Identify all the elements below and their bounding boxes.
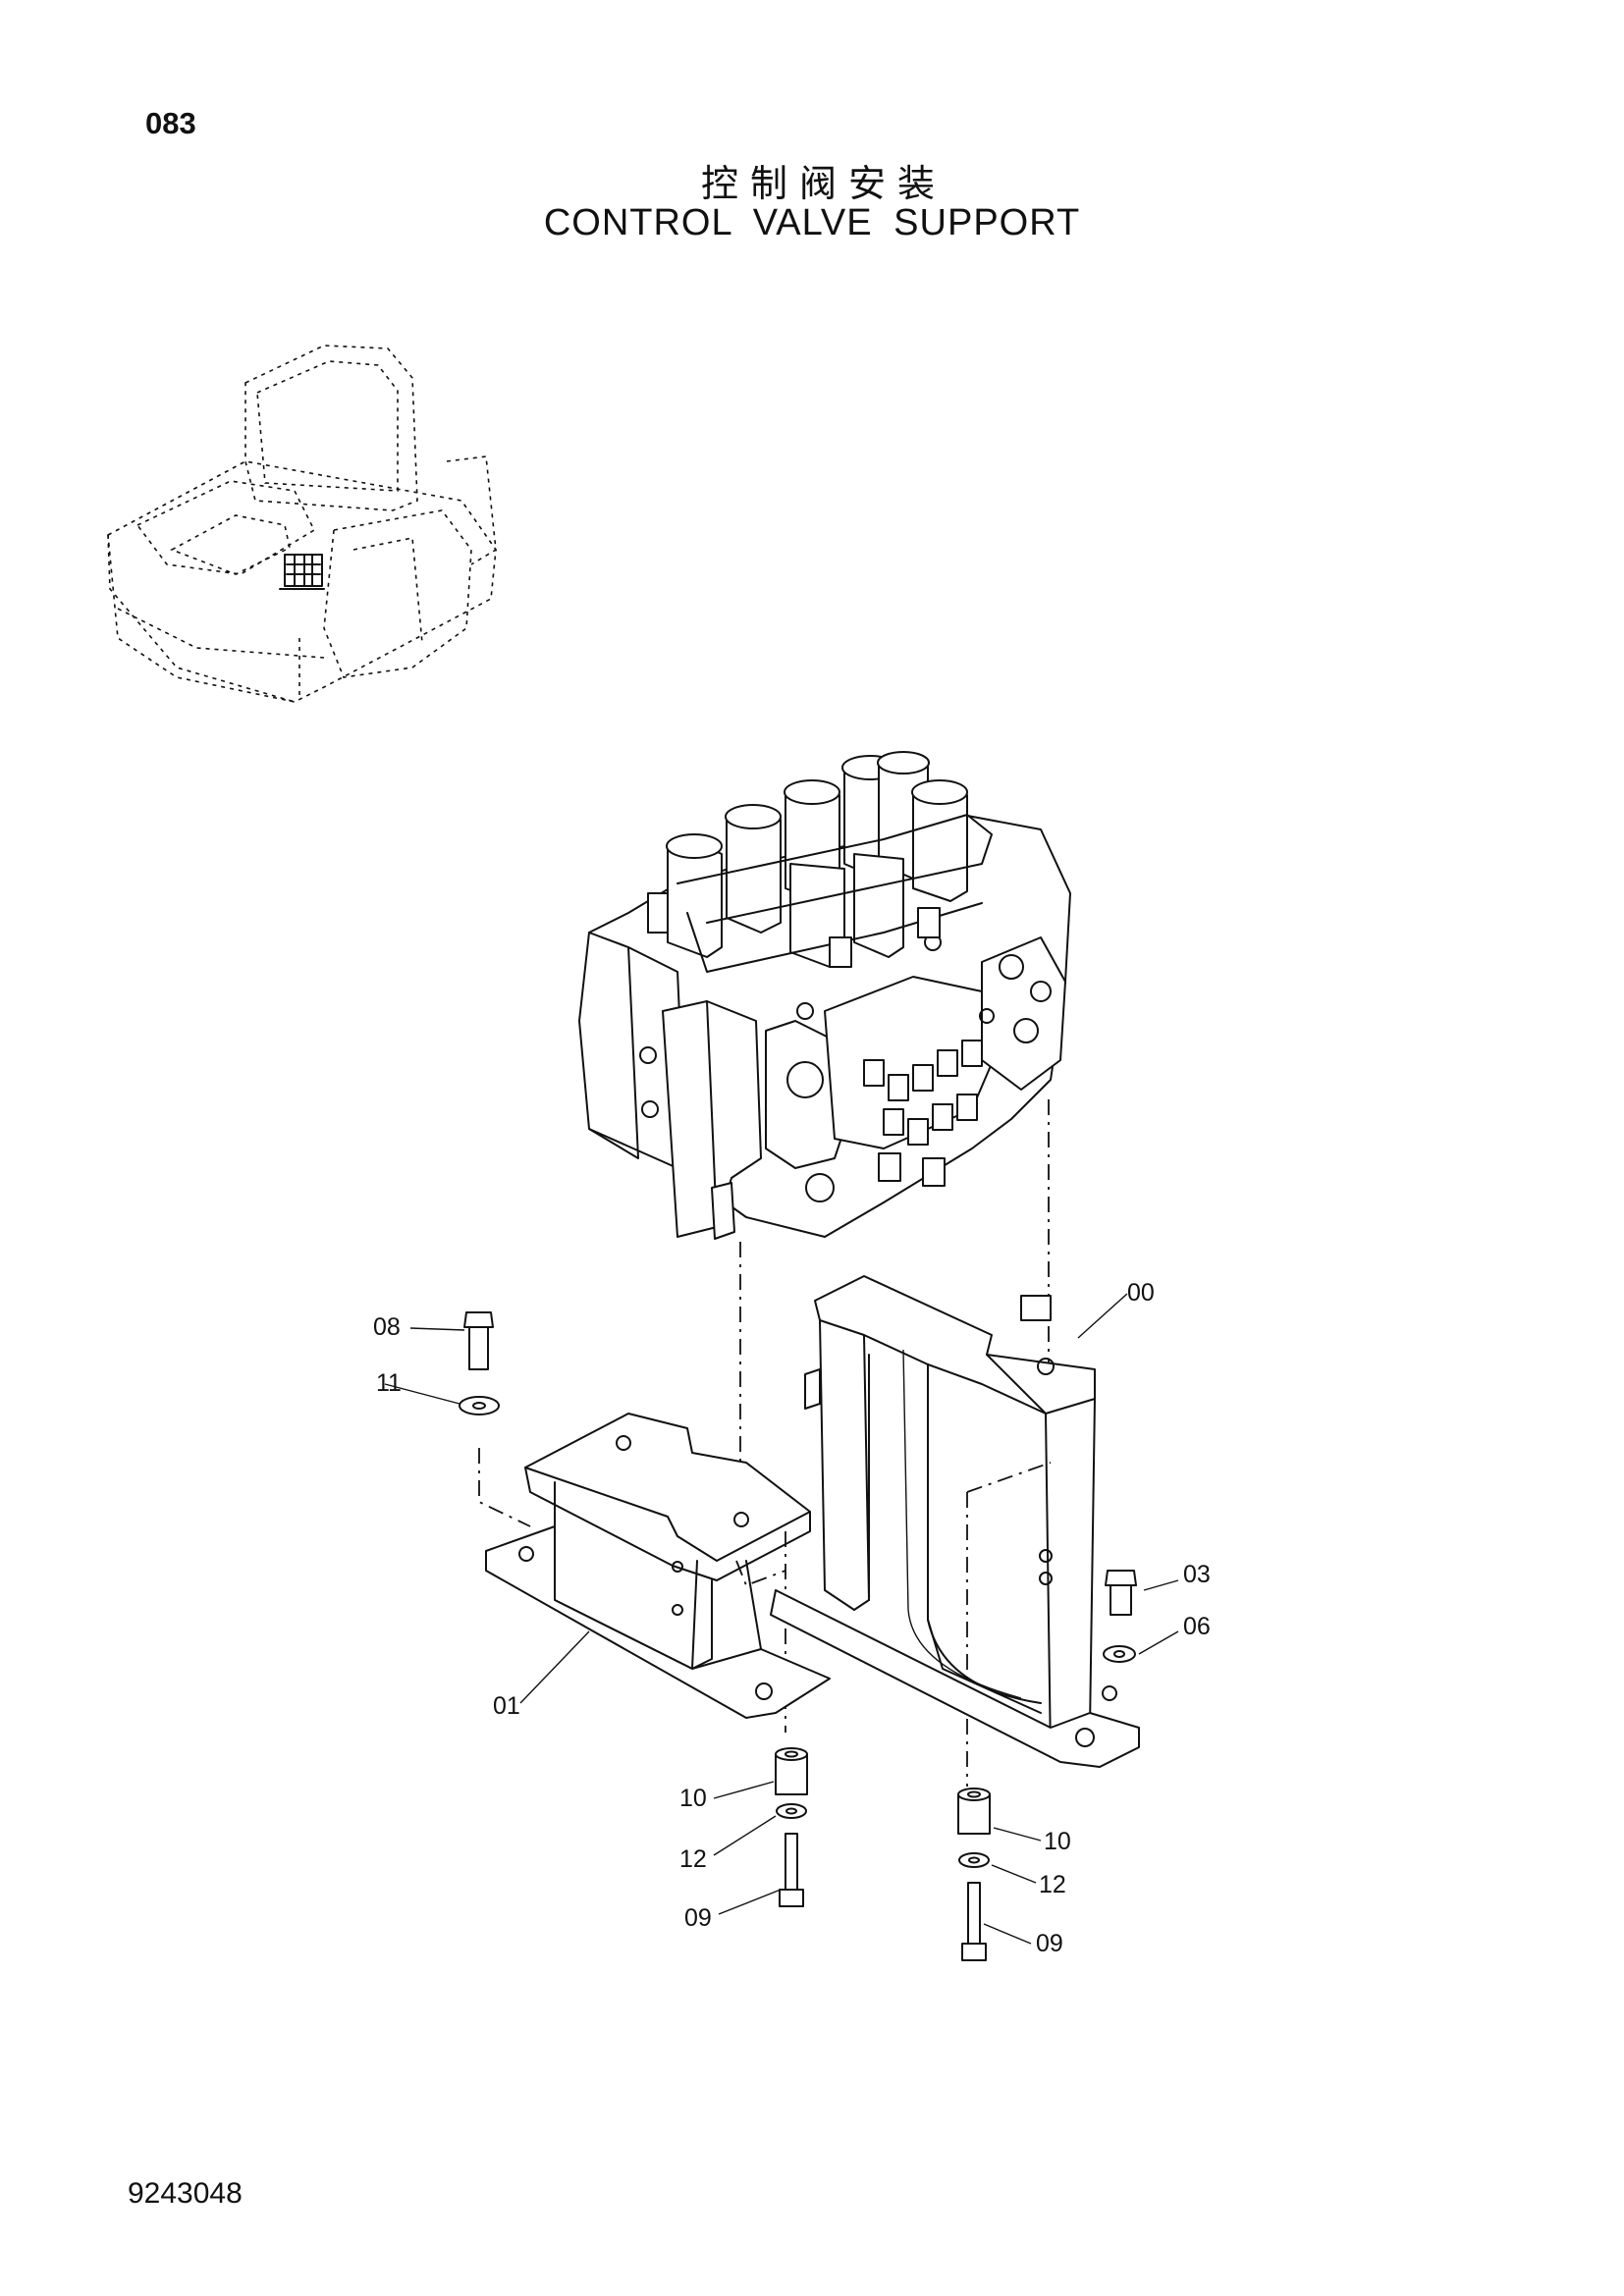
- spool-caps: [666, 751, 968, 968]
- callout-00: 00: [1127, 1279, 1155, 1307]
- bolt-09-right: [961, 1882, 987, 1961]
- callout-03: 03: [1183, 1561, 1211, 1588]
- drawing-number: 9243048: [128, 2177, 243, 2210]
- spacer-10-right: [957, 1788, 991, 1835]
- callout-labels: 00 01 03 06 08 11 10 12 09 10 12 09: [373, 1279, 1211, 1957]
- callout-10-right: 10: [1044, 1828, 1071, 1855]
- title-english: CONTROL VALVE SUPPORT: [543, 202, 1081, 243]
- callout-01: 01: [493, 1692, 520, 1720]
- callout-09-left: 09: [684, 1904, 712, 1932]
- bolt-09-left: [779, 1833, 804, 1907]
- callout-11: 11: [376, 1369, 402, 1397]
- washer-12-left: [776, 1803, 807, 1819]
- page-number: 083: [145, 106, 196, 140]
- callout-12-left: 12: [679, 1845, 707, 1873]
- excavator-overview: [107, 345, 497, 703]
- callout-12-right: 12: [1039, 1871, 1066, 1898]
- washer-12-right: [958, 1852, 990, 1868]
- title-chinese: 控制阀安装: [700, 162, 947, 205]
- bolt-08: [463, 1311, 494, 1370]
- callout-09-right: 09: [1036, 1930, 1063, 1957]
- bolt-03: [1105, 1570, 1137, 1616]
- washer-11: [459, 1396, 500, 1415]
- support-bracket-01: [485, 1413, 831, 1719]
- leader-lines: [384, 1293, 1179, 1945]
- support-bracket-00: [770, 1275, 1140, 1768]
- spacer-10-left: [775, 1747, 808, 1795]
- control-valve-assembly: [578, 751, 1071, 1240]
- washer-06: [1103, 1645, 1136, 1663]
- fittings: [639, 892, 995, 1187]
- callout-10-left: 10: [679, 1785, 707, 1812]
- callout-08: 08: [373, 1313, 401, 1341]
- control-valve-location-marker: [279, 554, 325, 590]
- callout-06: 06: [1183, 1613, 1211, 1640]
